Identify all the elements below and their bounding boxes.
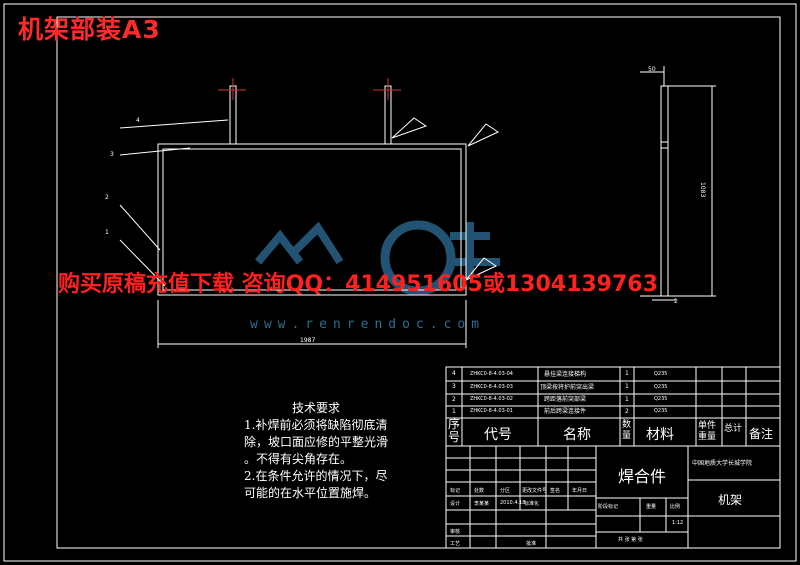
sheets-label: 共 张 第 张: [618, 537, 643, 543]
bom-header-no: 序号: [448, 417, 461, 444]
leader-label: 2: [105, 194, 109, 201]
bom-header-total-weight: 总计: [724, 424, 743, 434]
count-label: 处数: [474, 488, 485, 494]
bom-table-grid: [445, 366, 781, 549]
bom-qty: 1: [625, 396, 629, 403]
tech-line: 。不得有尖角存在。: [244, 452, 353, 466]
bom-no: 4: [452, 370, 456, 377]
designer-label: 设计: [450, 501, 461, 507]
stage-label: 阶段标记: [598, 504, 619, 510]
bom-qty: 1: [625, 383, 629, 390]
frame-front-view: [119, 78, 500, 348]
width-dimension: 1987: [300, 337, 316, 344]
bom-name: 前后跨梁连接件: [544, 408, 587, 415]
zone-label: 分区: [500, 488, 511, 494]
mark-label: 标记: [450, 488, 461, 494]
tech-line: 可能的在水平位置施焊。: [244, 486, 377, 500]
bom-no: 1: [452, 408, 456, 415]
review-label: 审核: [450, 529, 461, 535]
bom-header-qty: 数量: [622, 420, 632, 441]
part-name: 焊合件: [618, 467, 667, 486]
process-label: 工艺: [450, 541, 461, 547]
doc-label: 更改文件号: [522, 488, 548, 494]
bom-name: 跨距落前突部梁: [544, 396, 587, 403]
bom-code: ZHKC0-8-4.03-02: [470, 396, 513, 402]
bom-header-code: 代号: [484, 427, 512, 443]
ad-banner: 购买原稿充值下载 咨询QQ：414951605或1304139763: [58, 272, 658, 297]
height-dimension: 1083: [699, 182, 706, 198]
design-date: 2010.4.18: [500, 500, 526, 506]
bom-code: ZHKC0-8-4.03-04: [470, 371, 513, 377]
bom-qty: 1: [625, 370, 629, 377]
date-label: 年月日: [572, 488, 588, 494]
tech-requirements-title: 技术要求: [292, 401, 341, 415]
scale-value: 1:12: [672, 520, 684, 526]
bom-qty: 2: [625, 408, 629, 415]
bom-header-material: 材料: [646, 427, 674, 443]
side-dimension-2: 2: [674, 298, 678, 305]
bom-header-name: 名称: [563, 427, 591, 443]
bom-material: Q235: [654, 408, 668, 414]
assembly-name: 机架: [718, 493, 743, 507]
bom-header-unit-weight: 单件重量: [698, 421, 717, 442]
leader-label: 1: [105, 229, 109, 236]
school-name: 中国地质大学长城学院: [692, 460, 753, 467]
leader-label: 3: [110, 151, 114, 158]
bom-material: Q235: [654, 371, 668, 377]
bom-code: ZHKC0-8-4.03-01: [470, 408, 513, 414]
inner-border: [56, 16, 781, 549]
tech-line: 除，坡口面应修的平整光滑: [244, 435, 389, 449]
side-dimension: 50: [648, 66, 656, 73]
drawing-title: 机架部装A3: [18, 15, 161, 44]
watermark-logo: [254, 220, 500, 296]
bom-name: 顶梁按将护前突出梁: [540, 384, 595, 391]
sign-label: 签名: [550, 488, 561, 494]
weight-label: 重量: [646, 504, 657, 510]
bom-material: Q235: [654, 396, 668, 402]
std-label: 标准化: [524, 501, 540, 507]
frame-side-view: [640, 66, 716, 301]
bom-name: 悬挂梁连接梯构: [544, 371, 587, 378]
bom-code: ZHKC0-8-4.03-03: [470, 384, 513, 390]
tech-requirements: 技术要求 1.补焊前必须将缺陷彻底清 除，坡口面应修的平整光滑 。不得有尖角存在…: [244, 400, 388, 502]
bom-material: Q235: [654, 384, 668, 390]
bom-no: 3: [452, 383, 456, 390]
watermark-url: www.renrendoc.com: [250, 317, 486, 332]
bom-header-remark: 备注: [749, 427, 774, 441]
designer-name: 李某某: [474, 501, 490, 507]
scale-label: 比例: [670, 504, 681, 510]
bom-no: 2: [452, 396, 456, 403]
outer-border: [3, 3, 797, 562]
tech-line: 1.补焊前必须将缺陷彻底清: [244, 418, 388, 432]
approve-label: 批准: [526, 541, 537, 547]
tech-line: 2.在条件允许的情况下，尽: [244, 469, 388, 483]
leader-label: 4: [136, 117, 140, 124]
